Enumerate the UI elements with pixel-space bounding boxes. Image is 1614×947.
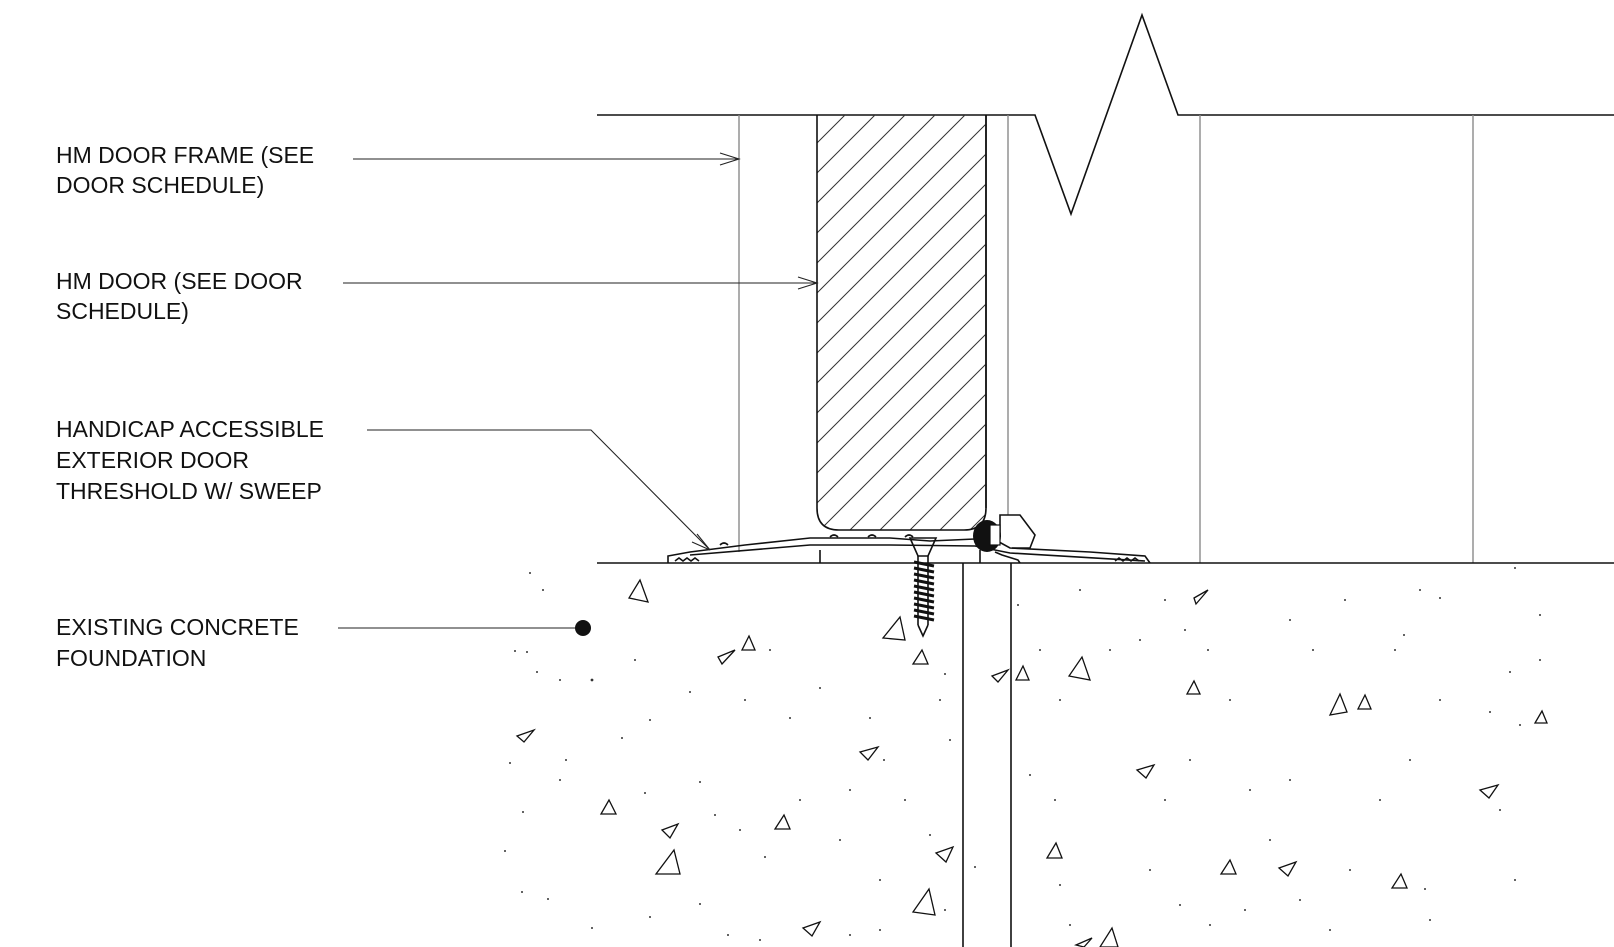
leader-door [343, 276, 819, 290]
concrete-joint [962, 563, 1012, 947]
callout-foundation-line-1: EXISTING CONCRETE [56, 614, 299, 640]
callout-door-line-1: HM DOOR (SEE DOOR [56, 268, 303, 294]
callout-threshold-line-3: THRESHOLD W/ SWEEP [56, 478, 322, 504]
callout-frame-line-1: HM DOOR FRAME (SEE [56, 142, 315, 168]
anchor-screw [908, 537, 938, 638]
concrete-aggregate [515, 578, 1548, 947]
leader-frame [353, 152, 741, 166]
leader-foundation [338, 620, 591, 636]
callout-door-line-2: SCHEDULE) [56, 298, 189, 324]
callout-frame-line-2: DOOR SCHEDULE) [56, 172, 265, 198]
door-leaf [816, 115, 987, 531]
concrete-speckle [504, 567, 1541, 941]
wall-top-line [597, 12, 1614, 217]
callout-threshold-line-1: HANDICAP ACCESSIBLE [56, 416, 325, 442]
callout-foundation-line-2: FOUNDATION [56, 645, 207, 671]
threshold [667, 514, 1151, 564]
wall-lines [1199, 115, 1474, 563]
callout-threshold-line-2: EXTERIOR DOOR [56, 447, 249, 473]
leader-threshold [367, 429, 711, 551]
